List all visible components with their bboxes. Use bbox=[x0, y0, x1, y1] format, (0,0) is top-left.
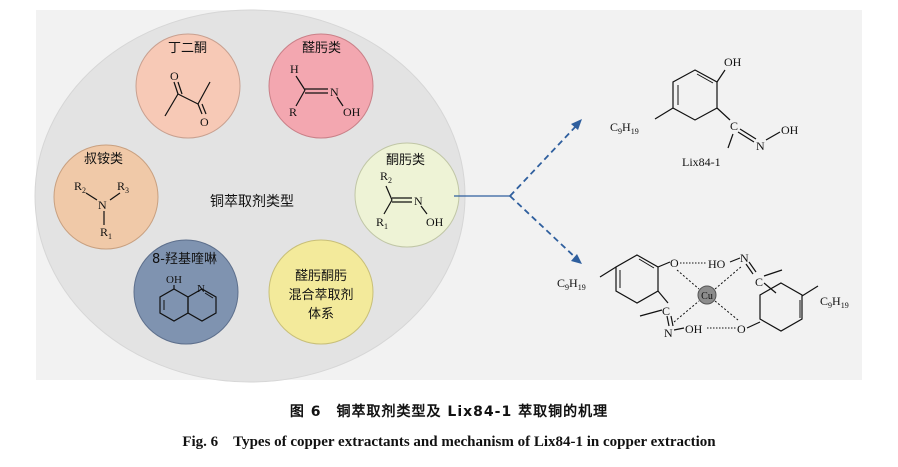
complex-c9h19-left: C9H19 bbox=[557, 276, 586, 292]
aldoxime-h: H bbox=[290, 62, 299, 76]
diketone-o-top: O bbox=[170, 69, 179, 83]
ketoxime-circle: 酮肟类 R2 R1 N OH bbox=[354, 142, 460, 248]
mixed-line-3: 体系 bbox=[308, 307, 334, 322]
lix84-structure: OH C9H19 C N OH Lix84-1 bbox=[610, 55, 799, 169]
ketoxime-label: 酮肟类 bbox=[386, 153, 425, 168]
diketone-label: 丁二酮 bbox=[168, 41, 207, 56]
lix-oh-oxime: OH bbox=[781, 123, 799, 137]
lix-c9h19: C9H19 bbox=[610, 120, 639, 136]
aldoxime-n: N bbox=[330, 85, 339, 99]
amine-r1: R1 bbox=[100, 225, 112, 241]
complex-ho-top: HO bbox=[708, 257, 726, 271]
aldoxime-oh: OH bbox=[343, 105, 361, 119]
complex-c9h19-right: C9H19 bbox=[820, 294, 849, 310]
complex-c-left: C bbox=[662, 304, 670, 318]
amine-r2: R2 bbox=[74, 179, 86, 195]
lix-n: N bbox=[756, 139, 765, 153]
diketone-o-bottom: O bbox=[200, 115, 209, 129]
complex-n-bottom: N bbox=[664, 326, 673, 340]
complex-n-top: N bbox=[740, 251, 749, 265]
hydroxyquinoline-oh: OH bbox=[166, 274, 182, 286]
aldoxime-label: 醛肟类 bbox=[302, 40, 341, 56]
center-label: 铜萃取剂类型 bbox=[210, 194, 294, 210]
complex-o-left: O bbox=[670, 256, 679, 270]
amine-circle: 叔铵类 N R2 R3 R1 bbox=[53, 144, 159, 250]
ketoxime-r2: R2 bbox=[380, 169, 392, 185]
mixed-line-1: 醛肟酮肟 bbox=[295, 268, 347, 284]
mechanism-arrows bbox=[454, 119, 582, 264]
mixed-line-2: 混合萃取剂 bbox=[288, 288, 353, 303]
complex-cu: Cu bbox=[701, 291, 713, 302]
amine-n: N bbox=[98, 198, 107, 212]
hydroxyquinoline-n: N bbox=[197, 283, 205, 295]
hydroxyquinoline-circle: 8-羟基喹啉 OH N bbox=[133, 239, 239, 345]
mixed-system-circle: 醛肟酮肟 混合萃取剂 体系 bbox=[268, 239, 374, 345]
complex-o-right: O bbox=[737, 322, 746, 336]
hydroxyquinoline-label: 8-羟基喹啉 bbox=[152, 252, 217, 267]
amine-r3: R3 bbox=[117, 179, 129, 195]
complex-c-right: C bbox=[755, 275, 763, 289]
caption-english: Fig. 6 Types of copper extractants and m… bbox=[182, 434, 716, 450]
copper-complex: C9H19 O HO N C C N OH O C9H19 Cu bbox=[557, 251, 849, 340]
diketone-circle: 丁二酮 O O bbox=[135, 33, 241, 139]
ketoxime-oh: OH bbox=[426, 215, 444, 229]
lix-oh: OH bbox=[724, 55, 742, 69]
caption-chinese: 图 6 铜萃取剂类型及 Lix84-1 萃取铜的机理 bbox=[289, 404, 609, 420]
lix-c: C bbox=[730, 119, 738, 133]
ketoxime-n: N bbox=[414, 194, 423, 208]
ketoxime-r1: R1 bbox=[376, 215, 388, 231]
aldoxime-r: R bbox=[289, 105, 297, 119]
lix-label: Lix84-1 bbox=[682, 155, 721, 169]
extractant-diagram: 铜萃取剂类型 丁二酮 O O 醛肟类 H R N OH 叔铵类 N R2 R3 … bbox=[34, 9, 849, 383]
amine-label: 叔铵类 bbox=[84, 152, 123, 167]
aldoxime-circle: 醛肟类 H R N OH bbox=[268, 33, 374, 139]
complex-oh-bottom: OH bbox=[685, 322, 703, 336]
